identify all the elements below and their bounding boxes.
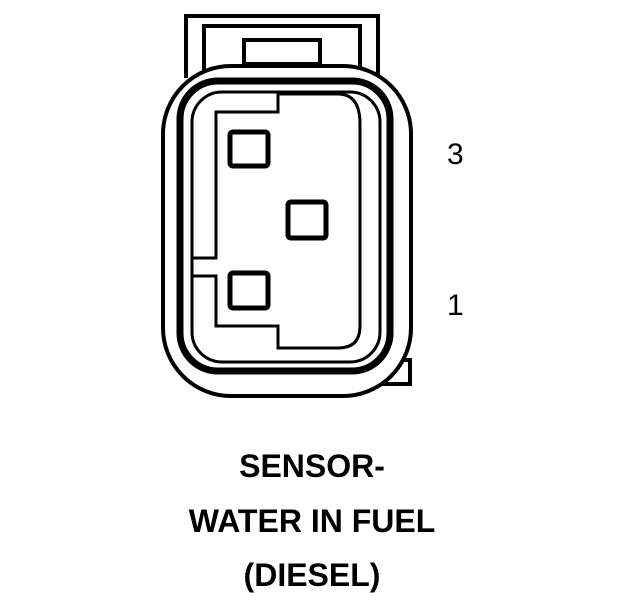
connector-latch-inner xyxy=(202,24,362,78)
caption-line-3: (DIESEL) xyxy=(243,557,381,593)
terminal-cavity-outline xyxy=(190,92,362,350)
pin-label-3: 3 xyxy=(447,138,464,171)
caption-line-1: SENSOR- xyxy=(239,448,385,484)
connector-inner-shell xyxy=(190,90,382,364)
connector-latch-outer xyxy=(184,14,380,78)
pin-label-1: 1 xyxy=(447,289,464,322)
terminal-pin-3 xyxy=(227,129,271,169)
terminal-pin-1 xyxy=(227,270,271,311)
terminal-pin-2 xyxy=(285,199,329,241)
connector-diagram: 3 1 xyxy=(161,14,464,398)
connector-latch-block xyxy=(242,38,322,66)
caption-line-2: WATER IN FUEL xyxy=(188,503,436,539)
connector-housing-inner xyxy=(176,77,394,375)
